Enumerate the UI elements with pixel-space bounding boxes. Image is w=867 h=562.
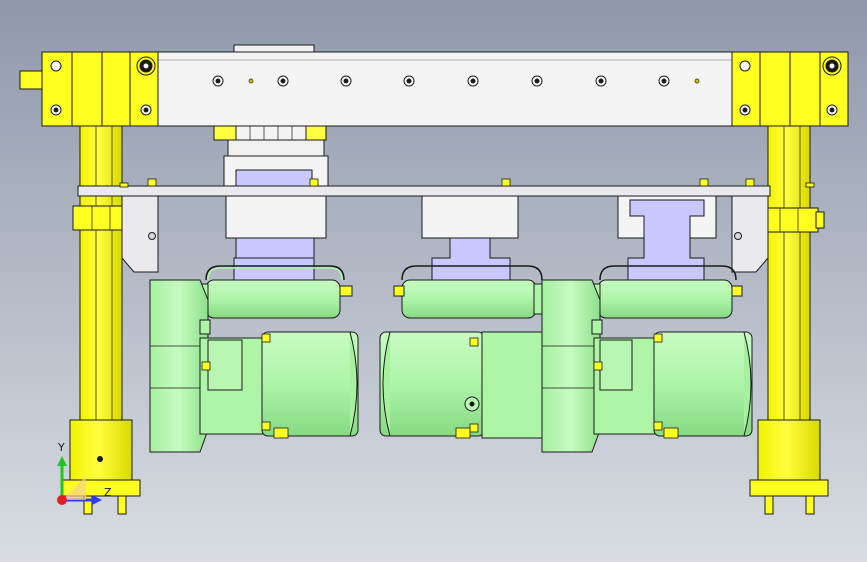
coupling-middle[interactable]: [421, 195, 519, 281]
top-beam[interactable]: [19, 44, 849, 127]
axis-triad-icon: [57, 456, 102, 505]
gear-head-assembly[interactable]: [213, 125, 329, 187]
upper-cylinder-middle[interactable]: [393, 265, 543, 319]
coupling-right[interactable]: [617, 195, 717, 281]
beam-bolt-holes: [212, 75, 670, 87]
motor-middle[interactable]: [379, 279, 603, 453]
right-pillar[interactable]: [749, 124, 829, 515]
triad-y-label: Y: [58, 441, 65, 454]
coupling-left[interactable]: [225, 195, 327, 281]
motor-right[interactable]: [593, 331, 753, 439]
motor-left[interactable]: [149, 279, 359, 453]
triad-z-label: Z: [104, 486, 112, 499]
mounting-plate[interactable]: [77, 178, 815, 273]
